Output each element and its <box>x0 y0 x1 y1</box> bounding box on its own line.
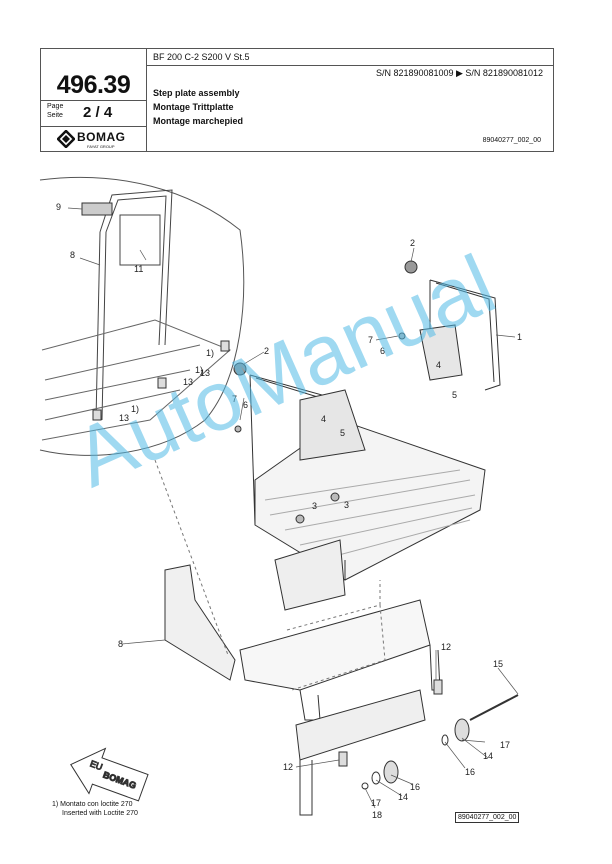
callout: 18 <box>372 810 382 820</box>
callout: 13 <box>183 377 193 387</box>
callout: 5 <box>452 390 457 400</box>
callout: 9 <box>56 202 61 212</box>
title-en: Step plate assembly <box>153 88 240 98</box>
callout: 2 <box>410 238 415 248</box>
callout: 14 <box>483 751 493 761</box>
page-label: Page Seite <box>47 103 64 119</box>
callout: 8 <box>70 250 75 260</box>
callout: 12 <box>441 642 451 652</box>
callout: 6 <box>243 400 248 410</box>
serial-range: S/N 821890081009 ▶ S/N 821890081012 <box>375 68 543 78</box>
exploded-view-drawing: 9 8 11 2 2 1 7 6 4 5 7 6 4 5 3 3 13 13 1… <box>39 177 522 820</box>
callout: 6 <box>380 346 385 356</box>
leader-lines <box>67 207 519 809</box>
header-block: BF 200 C-2 S200 V St.5 S/N 821890081009 … <box>40 48 554 152</box>
callout: 11 <box>134 264 143 274</box>
loctite-mark: 1) <box>195 365 203 375</box>
figure-reference: 89040277_002_00 <box>455 812 520 823</box>
footnote-line2: Inserted with Loctite 270 <box>62 810 138 817</box>
callout: 13 <box>119 413 129 423</box>
direction-arrow-icon: EU BOMAG <box>70 747 149 802</box>
logo-text: BOMAG <box>77 130 126 144</box>
callout: 4 <box>321 414 326 424</box>
dashed-guides <box>154 459 386 691</box>
arrow-stamp-prefix: EU <box>89 758 104 772</box>
callout: 8 <box>118 639 123 649</box>
callout-labels: 9 8 11 2 2 1 7 6 4 5 7 6 4 5 3 3 13 13 1… <box>56 202 522 820</box>
document-id: 89040277_002_00 <box>482 137 541 144</box>
callout: 17 <box>500 740 510 750</box>
callout: 7 <box>368 335 373 345</box>
title-de: Montage Trittplatte <box>153 102 234 112</box>
callout: 7 <box>232 394 237 404</box>
footnote-line1: 1) Montato con loctite 270 <box>52 801 133 808</box>
callout: 3 <box>344 500 349 510</box>
header-rule <box>41 100 146 101</box>
page-number: 496.39 <box>56 71 131 99</box>
callout: 5 <box>340 428 345 438</box>
bomag-diamond-icon <box>57 130 75 148</box>
part-10-pad <box>81 202 113 216</box>
callout: 17 <box>371 798 381 808</box>
inset-bushings <box>92 340 230 421</box>
callout: 16 <box>410 782 420 792</box>
header-divider <box>146 49 147 151</box>
callout: 13 <box>200 368 210 378</box>
callout: 1 <box>517 332 522 342</box>
header-rule <box>41 126 146 127</box>
page-of: 2 / 4 <box>83 104 113 121</box>
callout: 14 <box>398 792 408 802</box>
plate-perforation-grid <box>264 469 476 561</box>
loctite-mark: 1) <box>206 348 214 358</box>
callout: 15 <box>493 659 503 669</box>
inset-plate <box>41 319 231 441</box>
callout: 16 <box>465 767 475 777</box>
bomag-logo: BOMAG FAYAT GROUP <box>53 129 137 151</box>
callout: 3 <box>312 501 317 511</box>
logo-subtext: FAYAT GROUP <box>87 144 115 149</box>
title-it: Montage marchepied <box>153 116 244 126</box>
mount-hardware <box>233 260 519 790</box>
support-frame <box>164 539 441 816</box>
callout: 2 <box>264 346 269 356</box>
model-name: BF 200 C-2 S200 V St.5 <box>153 52 250 62</box>
detail-inset-outline <box>39 177 245 456</box>
callout: 4 <box>436 360 441 370</box>
header-rule <box>146 65 553 66</box>
loctite-mark: 1) <box>131 404 139 414</box>
callout: 12 <box>283 762 293 772</box>
